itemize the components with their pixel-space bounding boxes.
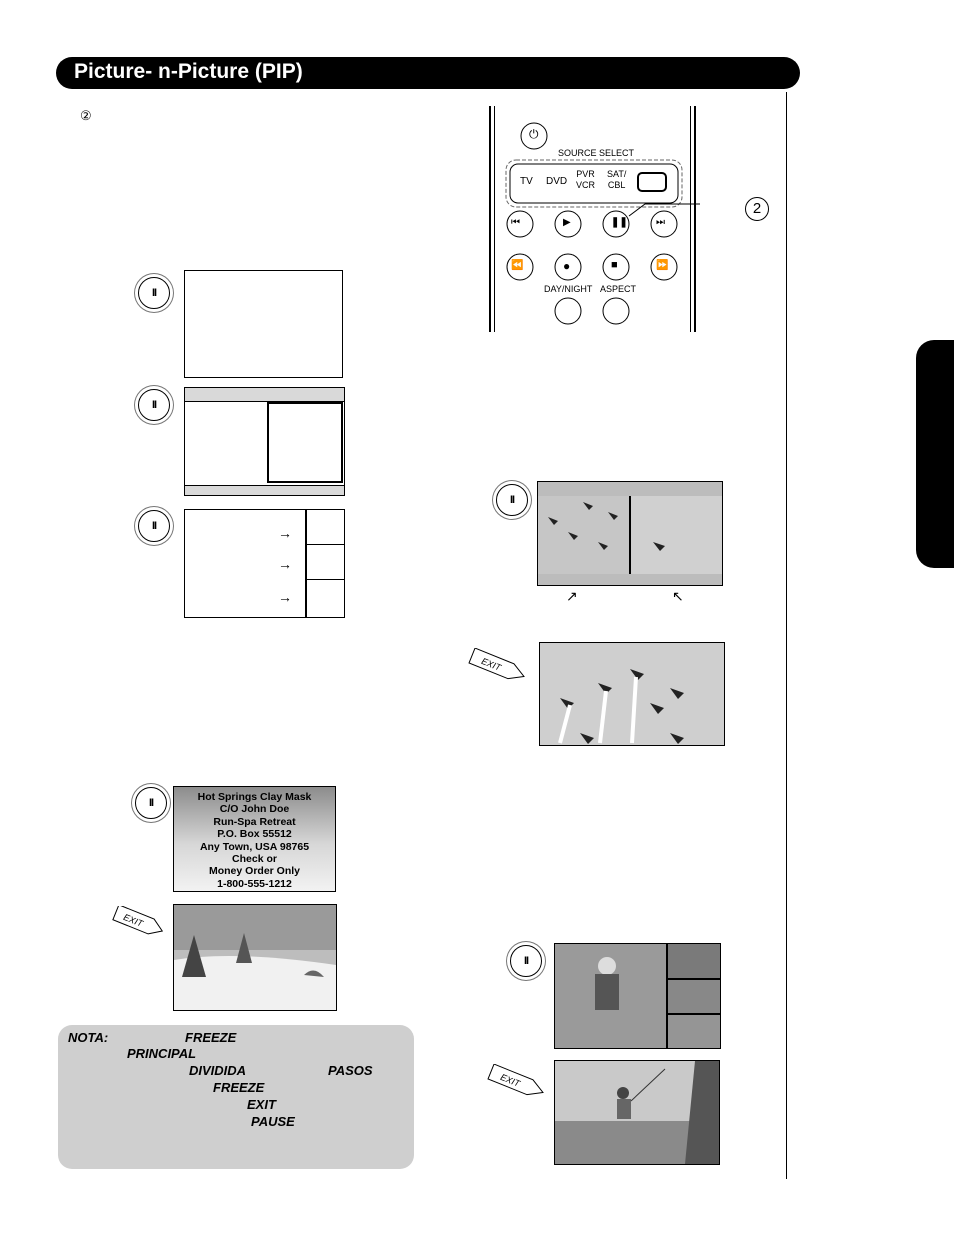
note-exit: EXIT xyxy=(247,1097,276,1112)
play-icon[interactable]: ▶ xyxy=(563,217,571,228)
page-title: Picture- n-Picture (PIP) xyxy=(74,60,303,83)
title-bar xyxy=(56,57,800,89)
address-line: Check or xyxy=(232,853,277,866)
note-freeze: FREEZE xyxy=(213,1080,265,1095)
note-pause: PAUSE xyxy=(251,1114,295,1129)
cbl-label: CBL xyxy=(607,180,626,190)
callout-number: 2 xyxy=(745,197,769,221)
pause-button[interactable]: II xyxy=(496,484,528,516)
note-dividida: DIVIDIDA xyxy=(189,1063,247,1078)
note-box: NOTA: FREEZE PRINCIPAL DIVIDIDA PASOS FR… xyxy=(58,1025,414,1169)
sat-cbl-button[interactable]: SAT/CBL xyxy=(607,169,626,191)
exit-button-icon: EXIT xyxy=(112,904,164,935)
vcr-label: VCR xyxy=(576,180,596,190)
address-line: Hot Springs Clay Mask xyxy=(197,791,312,803)
frozen-address-frame: Hot Springs Clay Mask C/O John Doe Run-S… xyxy=(173,786,336,892)
address-line: P.O. Box 55512 xyxy=(217,828,292,841)
arrow-up-left-icon: ↗ xyxy=(566,588,578,604)
split-jets-image xyxy=(537,481,723,586)
pause-button[interactable]: II xyxy=(510,945,542,977)
record-icon[interactable]: ● xyxy=(563,259,571,273)
exit-button[interactable]: EXIT xyxy=(112,904,166,935)
pause-icon: II xyxy=(523,955,529,967)
fast-forward-icon[interactable]: ⏩ xyxy=(656,260,669,271)
pause-icon: II xyxy=(151,520,157,532)
note-freeze: FREEZE xyxy=(185,1030,237,1045)
arrow-right-icon: → xyxy=(278,589,292,605)
pause-button[interactable]: II xyxy=(138,510,170,542)
pause-icon[interactable]: ❚❚ xyxy=(611,217,628,228)
address-line: Run-Spa Retreat xyxy=(213,815,296,828)
exit-button-icon: EXIT xyxy=(487,1063,544,1096)
pvr-label: PVR xyxy=(576,169,595,179)
climber-full-image xyxy=(554,1060,720,1165)
pause-button[interactable]: II xyxy=(135,787,167,819)
pause-icon: II xyxy=(151,287,157,299)
source-select-label: SOURCE SELECT xyxy=(558,148,635,158)
pause-icon: II xyxy=(509,494,515,506)
multi-frame-diagram: → → → xyxy=(184,509,345,618)
arrow-right-icon: → xyxy=(278,525,292,541)
skip-back-icon[interactable]: ⏮ xyxy=(511,217,520,228)
climber-multi-image xyxy=(554,943,721,1049)
rewind-icon[interactable]: ⏪ xyxy=(511,260,524,271)
dvd-button[interactable]: DVD xyxy=(546,176,568,187)
column-divider xyxy=(786,92,787,1179)
exit-button[interactable]: EXIT xyxy=(487,1063,544,1096)
note-pasos: PASOS xyxy=(328,1063,373,1078)
power-icon[interactable]: ⏻ xyxy=(529,127,539,141)
split-frame-diagram xyxy=(184,387,345,496)
pause-icon: II xyxy=(148,797,154,809)
stop-icon[interactable]: ■ xyxy=(611,259,618,271)
sat-label: SAT/ xyxy=(607,169,627,179)
tv-button[interactable]: TV xyxy=(520,176,533,187)
snow-scene-image xyxy=(173,904,337,1011)
pause-button[interactable]: II xyxy=(138,389,170,421)
day-night-label: DAY/NIGHT xyxy=(544,284,593,294)
address-line: Money Order Only xyxy=(208,865,301,878)
single-frame-diagram xyxy=(184,270,343,378)
address-line: 1-800-555-1212 xyxy=(217,877,292,890)
step-marker: ② xyxy=(80,108,92,123)
arrow-right-icon: → xyxy=(278,556,292,572)
note-label: NOTA: xyxy=(68,1030,109,1045)
side-tab xyxy=(916,340,954,568)
skip-forward-icon[interactable]: ⏭ xyxy=(656,217,665,228)
jets-full-image xyxy=(539,642,725,746)
pause-button[interactable]: II xyxy=(138,277,170,309)
pause-icon: II xyxy=(151,399,157,411)
address-line: C/O John Doe xyxy=(219,803,290,816)
note-principal: PRINCIPAL xyxy=(127,1046,197,1061)
exit-button[interactable]: EXIT xyxy=(468,647,525,680)
arrow-up-right-icon: ↖ xyxy=(672,588,684,604)
exit-button-icon: EXIT xyxy=(468,647,525,680)
aspect-label: ASPECT xyxy=(600,284,637,294)
address-line: Any Town, USA 98765 xyxy=(199,840,310,853)
